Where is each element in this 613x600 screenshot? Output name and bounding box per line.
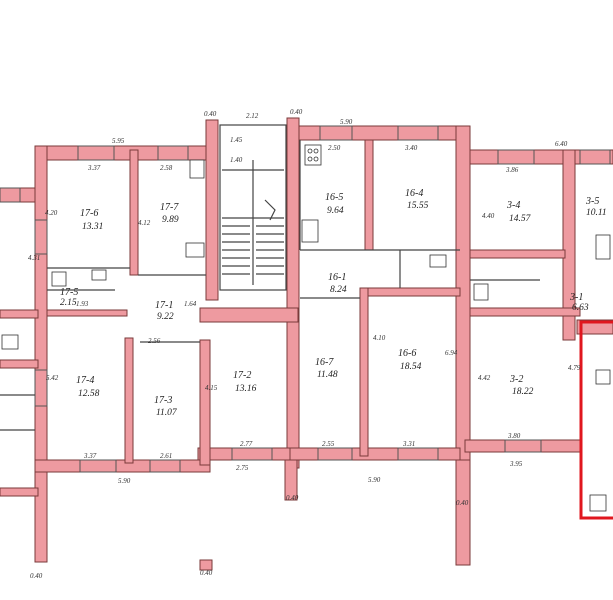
toilet-icon <box>91 269 107 281</box>
dimension: 4.12 <box>138 219 151 227</box>
dimension: 2.75 <box>236 464 249 472</box>
sink-icon <box>185 242 205 258</box>
room-number: 17-4 <box>76 375 94 386</box>
room-area: 18.22 <box>512 387 534 397</box>
room-area: 15.55 <box>407 201 429 211</box>
dimension: 1.40 <box>230 156 243 164</box>
room-number: 3-2 <box>509 374 523 385</box>
room-number: 16-4 <box>405 188 423 199</box>
dimension: 3.80 <box>507 432 521 440</box>
dimension-labels: 5.95 3.37 2.58 5.90 2.50 3.40 6.40 3.86 … <box>28 108 581 580</box>
room-area: 13.16 <box>235 384 257 394</box>
toilet-icon <box>473 283 489 301</box>
sink-icon <box>429 254 447 268</box>
dimension: 5.90 <box>340 118 353 126</box>
dimension: 4.40 <box>482 212 495 220</box>
dimension: 1.45 <box>230 136 243 144</box>
walls <box>0 117 613 571</box>
dimension: 2.55 <box>322 440 335 448</box>
room-number: 17-3 <box>154 395 172 406</box>
dimension: 5.90 <box>368 476 381 484</box>
dimension: 0.40 <box>204 110 217 118</box>
room-number: 16-6 <box>398 348 416 359</box>
room-number: 17-6 <box>80 208 98 219</box>
dimension: 0.40 <box>290 108 303 116</box>
room-number: 16-5 <box>325 192 343 203</box>
room-number: 16-7 <box>315 357 334 368</box>
dimension: 5.95 <box>112 137 125 145</box>
room-number: 3-1 <box>569 292 583 303</box>
room-area: 9.22 <box>157 312 174 322</box>
dimension: 4.10 <box>373 334 386 342</box>
room-area: 2.15 <box>60 298 77 308</box>
dimension: 6.40 <box>555 140 568 148</box>
dimension: 3.40 <box>404 144 418 152</box>
room-area: 8.24 <box>330 285 347 295</box>
sink-icon <box>595 369 611 385</box>
dimension: 1.93 <box>76 300 89 308</box>
dimension: 0.40 <box>30 572 43 580</box>
dimension: 5.90 <box>118 477 131 485</box>
dimension: 4.20 <box>45 209 58 217</box>
dimension: 2.50 <box>328 144 341 152</box>
dimension: 5.42 <box>46 374 59 382</box>
dimension: 0.40 <box>286 494 299 502</box>
room-labels: 17-6 13.31 17-7 9.89 17-1 9.22 17-4 12.5… <box>60 188 607 418</box>
dimension: 3.95 <box>509 460 523 468</box>
dimension: 2.61 <box>160 452 172 460</box>
dimension: 3.31 <box>402 440 415 448</box>
partitions <box>0 140 540 431</box>
dimension: 2.77 <box>240 440 253 448</box>
stove-icon <box>304 144 322 166</box>
dimension: 2.56 <box>148 337 161 345</box>
toilet-icon <box>301 219 319 243</box>
dimension: 4.31 <box>28 254 40 262</box>
room-number: 17-7 <box>160 202 179 213</box>
dimension: 4.42 <box>478 374 491 382</box>
dimension: 4.15 <box>205 384 218 392</box>
dimension: 1.64 <box>184 300 197 308</box>
dimension: 3.37 <box>83 452 97 460</box>
room-area: 13.31 <box>82 222 103 232</box>
room-area: 14.57 <box>509 214 532 224</box>
room-area: 11.07 <box>156 408 178 418</box>
fixtures <box>1 144 611 512</box>
dimension: 3.37 <box>87 164 101 172</box>
dimension: 0.40 <box>200 569 213 577</box>
room-number: 3-5 <box>585 196 599 207</box>
room-area: 6.63 <box>572 303 589 313</box>
room-number: 17-1 <box>155 300 173 311</box>
stove-icon <box>189 159 205 179</box>
room-number: 3-4 <box>506 200 520 211</box>
room-area: 9.64 <box>327 206 344 216</box>
room-number: 16-1 <box>328 272 346 283</box>
room-area: 12.58 <box>78 389 100 399</box>
room-number: 17-2 <box>233 370 251 381</box>
dimension: 4.79 <box>568 364 581 372</box>
room-area: 10.11 <box>586 208 607 218</box>
dimension: 2.12 <box>246 112 259 120</box>
dimension: 6.94 <box>445 349 458 357</box>
dimension: 2.58 <box>160 164 173 172</box>
windows <box>0 125 611 473</box>
room-area: 18.54 <box>400 362 422 372</box>
room-number: 17-5 <box>60 287 78 298</box>
highlighted-apartment <box>579 320 613 520</box>
staircase <box>219 124 287 291</box>
sink-icon <box>51 271 67 287</box>
stove-icon <box>589 494 607 512</box>
room-area: 9.89 <box>162 215 179 225</box>
room-area: 11.48 <box>317 370 338 380</box>
dimension: 3.86 <box>505 166 519 174</box>
bathtub-icon <box>595 234 611 260</box>
sink-icon <box>1 334 19 350</box>
dimension: 0.40 <box>456 499 469 507</box>
